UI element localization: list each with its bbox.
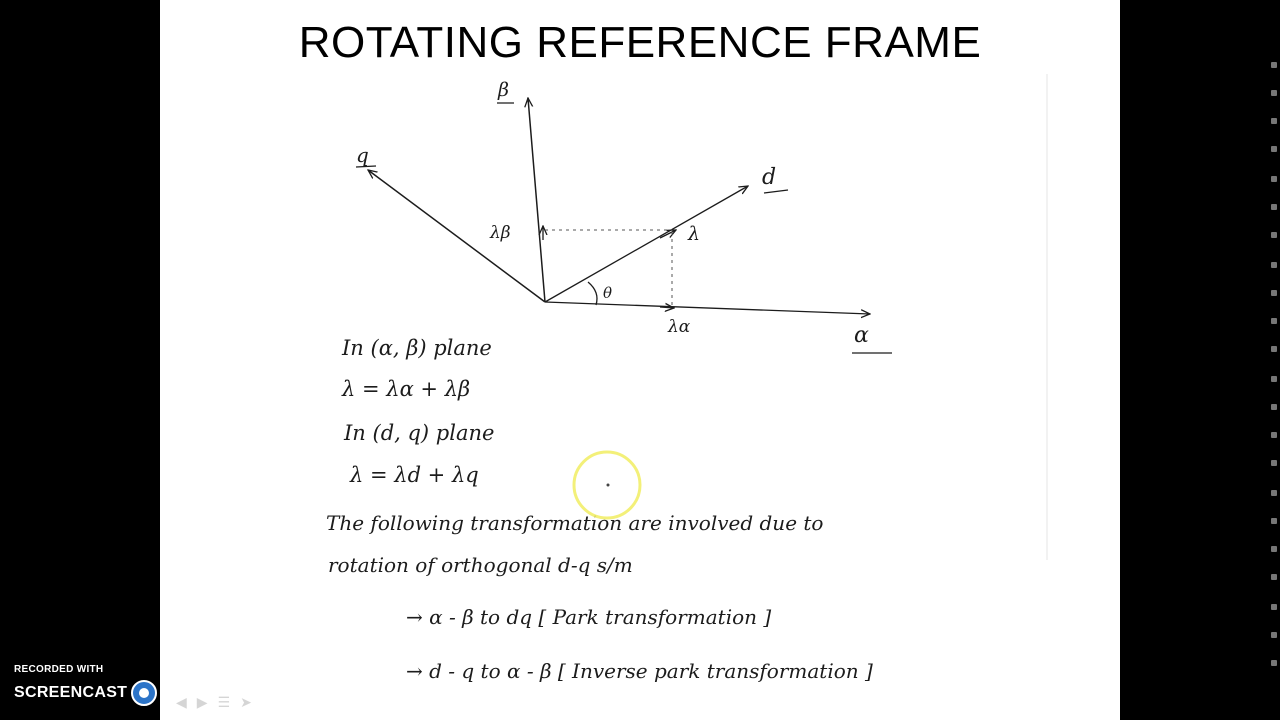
screencast-watermark: RECORDED WITH SCREENCAST MATIC <box>14 664 212 706</box>
lambda-alpha-label: λα <box>667 317 691 337</box>
menu-icon[interactable]: ☰ <box>217 694 231 710</box>
note-dq-plane: In (d, q) plane <box>343 421 494 445</box>
d-axis-label: d <box>762 165 776 190</box>
lambda-beta-label: λβ <box>489 223 511 243</box>
pointer-icon[interactable]: ➤ <box>240 694 252 710</box>
slide: ROTATING REFERENCE FRAME β q d α λ θ <box>160 0 1120 720</box>
alpha-tick-arrow <box>659 307 674 308</box>
watermark-brand-right: MATIC <box>161 684 213 701</box>
alpha-axis <box>544 301 870 314</box>
beta-axis-label: β <box>497 79 509 101</box>
lambda-tick-arrow <box>659 230 676 239</box>
theta-label: θ <box>603 284 612 302</box>
note-lambda-dq: λ = λd + λq <box>349 463 479 487</box>
note-park: → α - β to dq [ Park transformation ] <box>406 605 771 629</box>
screencast-logo-icon <box>131 680 158 706</box>
q-underline <box>355 165 377 168</box>
beta-axis <box>528 98 546 303</box>
cursor-dot <box>606 483 610 487</box>
d-axis <box>544 186 748 303</box>
note-inverse-park: → d - q to α - β [ Inverse park transfor… <box>406 659 873 683</box>
slide-nav-controls: ◀ ▶ ☰ ➤ <box>176 694 252 711</box>
note-transformation-intro-2: rotation of orthogonal d-q s/m <box>328 553 633 577</box>
watermark-brand-left: SCREENCAST <box>14 684 128 701</box>
diagram-canvas: β q d α λ θ λβ λα In (α, β) plane λ = λα… <box>326 74 1048 683</box>
cursor-highlight <box>572 450 642 520</box>
back-arrow-icon[interactable]: ◀ <box>176 694 187 710</box>
scrollbar[interactable] <box>1268 0 1280 720</box>
note-alpha-beta-plane: In (α, β) plane <box>341 336 492 360</box>
note-lambda-alpha-beta: λ = λα + λβ <box>341 377 470 401</box>
note-transformation-intro: The following transformation are involve… <box>326 511 823 535</box>
theta-arc <box>587 281 598 306</box>
watermark-recorded-with: RECORDED WITH <box>14 664 104 675</box>
lambda-label: λ <box>687 223 700 245</box>
d-underline <box>763 189 789 194</box>
alpha-axis-label: α <box>854 323 869 348</box>
slide-title: ROTATING REFERENCE FRAME <box>298 18 982 67</box>
forward-arrow-icon[interactable]: ▶ <box>196 694 208 710</box>
q-axis-label: q <box>356 143 369 167</box>
q-axis <box>368 170 546 303</box>
